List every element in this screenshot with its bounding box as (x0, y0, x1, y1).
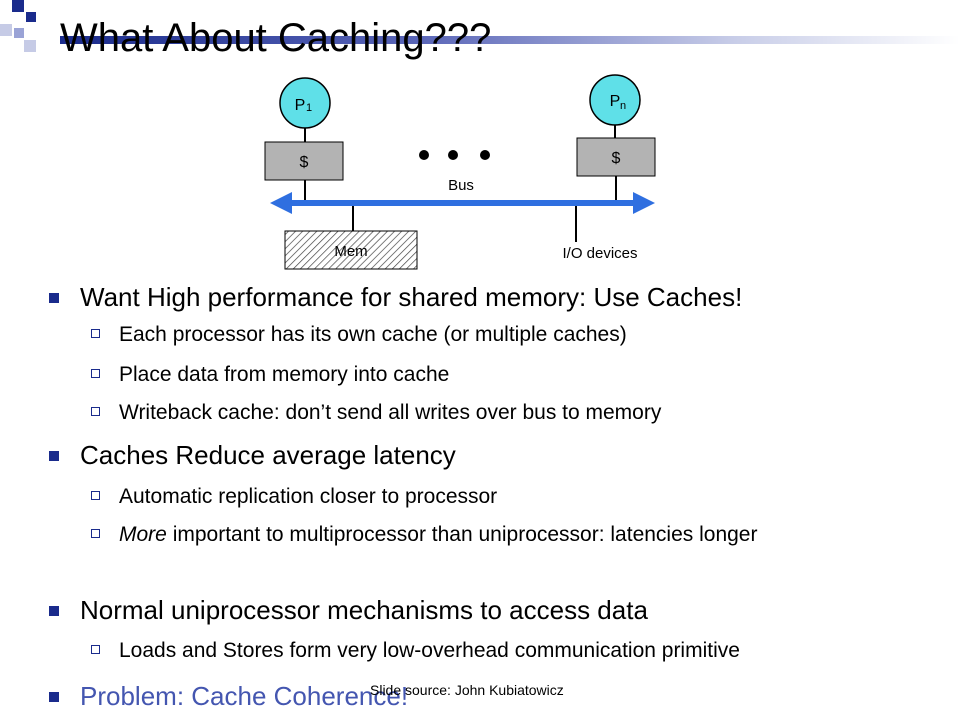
io-devices-label: I/O devices (562, 245, 637, 262)
bullet-square-icon (49, 293, 59, 303)
sub-bullet-2-1: Automatic replication closer to processo… (91, 483, 497, 510)
bullet-square-icon (49, 451, 59, 461)
corner-square-decoration (0, 0, 36, 56)
bus-label: Bus (448, 177, 474, 194)
bullet-3: Normal uniprocessor mechanisms to access… (49, 594, 648, 626)
slide-title: What About Caching??? (60, 16, 492, 60)
title-underline (60, 36, 960, 44)
bullet-1: Want High performance for shared memory:… (49, 281, 743, 313)
processor-left-label: P (295, 97, 306, 114)
sub-bullet-2-2: More important to multiprocessor than un… (91, 521, 879, 548)
sub-bullet-1-1: Each processor has its own cache (or mul… (91, 321, 627, 348)
processor-right-label: P (610, 93, 621, 110)
processor-left: P 1 (279, 77, 331, 142)
memory-block: Mem (284, 206, 418, 270)
multiprocessor-diagram: P 1 $ P n $ Bus Mem I/O d (264, 74, 656, 270)
bullet-3-text: Normal uniprocessor mechanisms to access… (80, 595, 648, 625)
bullet-4: Problem: Cache Coherence! (49, 680, 409, 712)
sub-bullet-3-1: Loads and Stores form very low-overhead … (91, 637, 740, 664)
sub-bullet-box-icon (91, 491, 100, 500)
bullet-2: Caches Reduce average latency (49, 439, 456, 471)
sub-bullet-box-icon (91, 407, 100, 416)
bullet-square-icon (49, 692, 59, 702)
cache-left: $ (264, 141, 344, 202)
cache-right: $ (576, 137, 656, 202)
sub-bullet-box-icon (91, 369, 100, 378)
cache-left-label: $ (300, 154, 309, 171)
emphasis-more: More (119, 523, 167, 546)
slide-footer-source: Slide source: John Kubiatowicz (370, 682, 564, 698)
cache-right-label: $ (612, 150, 621, 167)
processor-left-subscript: 1 (306, 102, 312, 114)
io-devices: I/O devices (562, 206, 638, 262)
bus-line (270, 192, 655, 214)
bullet-square-icon (49, 606, 59, 616)
ellipsis-dots (419, 150, 490, 160)
memory-label: Mem (334, 243, 367, 260)
sub-bullet-1-2: Place data from memory into cache (91, 361, 449, 388)
bullet-1-text: Want High performance for shared memory:… (80, 282, 743, 312)
processor-right: P n (589, 74, 641, 138)
bullet-4-text: Problem: Cache Coherence! (80, 681, 409, 711)
sub-bullet-box-icon (91, 329, 100, 338)
sub-bullet-box-icon (91, 529, 100, 538)
sub-bullet-box-icon (91, 645, 100, 654)
bullet-2-text: Caches Reduce average latency (80, 440, 456, 470)
processor-right-subscript: n (620, 100, 626, 112)
sub-bullet-1-3: Writeback cache: don’t send all writes o… (91, 399, 661, 426)
